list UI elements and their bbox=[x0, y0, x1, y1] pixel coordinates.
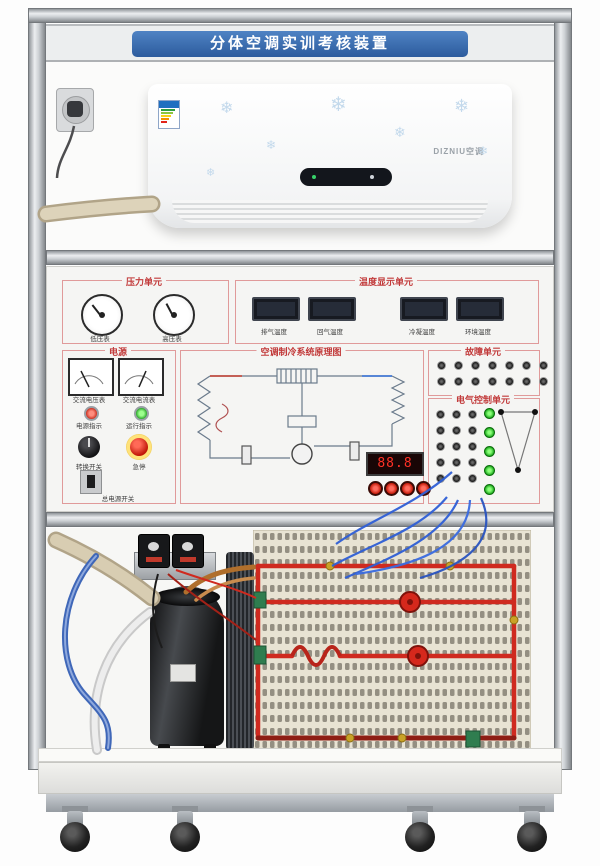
ammeter bbox=[118, 358, 164, 396]
panel-button-4[interactable] bbox=[416, 481, 431, 496]
frame-rail-mid1 bbox=[46, 250, 554, 265]
voltmeter-label: 交流电压表 bbox=[72, 397, 106, 404]
panel-button-2[interactable] bbox=[384, 481, 399, 496]
temp-label-1: 排气温度 bbox=[261, 329, 287, 336]
compressor bbox=[150, 586, 224, 754]
temp-label-2: 回气温度 bbox=[317, 329, 343, 336]
pressure-controller-2[interactable] bbox=[172, 534, 204, 568]
run-lamp-label: 运行指示 bbox=[126, 423, 152, 430]
fault-terminal-row[interactable] bbox=[437, 361, 548, 370]
frame-rail-mid2 bbox=[46, 512, 554, 527]
base-platform-front bbox=[38, 762, 562, 794]
snowflake-icon: ❄ bbox=[266, 138, 277, 152]
power-lamp-label: 电源指示 bbox=[76, 423, 102, 430]
breaker-label: 总电源开关 bbox=[101, 496, 135, 503]
snowflake-icon: ❄ bbox=[330, 94, 347, 116]
temp-display-3 bbox=[400, 297, 448, 321]
status-led-column bbox=[484, 408, 495, 495]
ac-signal-dot bbox=[370, 175, 374, 179]
temp-display-1 bbox=[252, 297, 300, 321]
wall-socket[interactable] bbox=[56, 88, 94, 132]
temp-label-3: 冷凝温度 bbox=[409, 329, 435, 336]
caster-wheel bbox=[169, 806, 201, 854]
base-platform-top bbox=[38, 748, 562, 762]
frame-rail-right bbox=[554, 8, 572, 770]
pressure-unit-title: 压力单元 bbox=[121, 275, 167, 288]
control-terminal-grid[interactable] bbox=[436, 410, 477, 483]
digital-display: 88.8 bbox=[366, 452, 424, 476]
compressor-label bbox=[170, 664, 196, 682]
ac-brand: DIZNIU空调 bbox=[433, 147, 484, 156]
fault-unit-title: 故障单元 bbox=[460, 345, 506, 358]
temp-display-2 bbox=[308, 297, 356, 321]
power-unit-title: 电源 bbox=[104, 345, 132, 358]
ammeter-label: 交流电流表 bbox=[122, 397, 156, 404]
panel-button-3[interactable] bbox=[400, 481, 415, 496]
wiring-triangle-diagram bbox=[498, 409, 538, 473]
snowflake-icon: ❄ bbox=[220, 100, 234, 117]
knob-label: 转换开关 bbox=[76, 464, 102, 471]
electric-control-unit-title: 电气控制单元 bbox=[451, 393, 515, 406]
power-indicator-lamp bbox=[84, 406, 99, 421]
base-frame bbox=[46, 794, 554, 812]
refrigeration-schematic bbox=[196, 368, 406, 465]
panel-button-1[interactable] bbox=[368, 481, 383, 496]
gauge-high-label: 高压表 bbox=[162, 336, 182, 343]
schematic-unit-title: 空调制冷系统原理图 bbox=[256, 345, 346, 358]
voltmeter bbox=[68, 358, 114, 396]
snowflake-icon: ❄ bbox=[206, 167, 216, 179]
caster-wheel bbox=[516, 806, 548, 854]
page-title: 分体空调实训考核装置 bbox=[132, 31, 468, 57]
estop-label: 急停 bbox=[132, 464, 146, 471]
condenser-coil bbox=[226, 552, 254, 750]
pressure-gauge-high bbox=[153, 294, 195, 336]
fault-terminal-row[interactable] bbox=[437, 377, 548, 386]
snowflake-icon: ❄ bbox=[394, 124, 406, 140]
ac-display bbox=[300, 168, 392, 186]
energy-label bbox=[158, 100, 180, 129]
temp-label-4: 环境温度 bbox=[465, 329, 491, 336]
temperature-unit-title: 温度显示单元 bbox=[354, 275, 418, 288]
caster-wheel bbox=[404, 806, 436, 854]
ac-air-outlet bbox=[172, 200, 488, 223]
title-band: 分体空调实训考核装置 bbox=[46, 24, 554, 62]
run-indicator-lamp bbox=[134, 406, 149, 421]
emergency-stop-button[interactable] bbox=[126, 434, 152, 460]
pressure-gauge-low bbox=[81, 294, 123, 336]
caster-wheel bbox=[59, 806, 91, 854]
perforated-panel bbox=[253, 530, 531, 750]
frame-rail-left bbox=[28, 8, 46, 770]
selector-knob[interactable] bbox=[78, 436, 100, 458]
pressure-controller-1[interactable] bbox=[138, 534, 170, 568]
ac-indoor-unit: ❄ ❄ ❄ ❄ ❄ ❄ ❄ DIZNIU空调 bbox=[148, 84, 512, 228]
snowflake-icon: ❄ bbox=[478, 144, 489, 158]
main-breaker[interactable] bbox=[80, 470, 102, 494]
gauge-low-label: 低压表 bbox=[90, 336, 110, 343]
frame-rail-top bbox=[28, 8, 572, 23]
temp-display-4 bbox=[456, 297, 504, 321]
snowflake-icon: ❄ bbox=[454, 96, 470, 116]
power-plug[interactable] bbox=[67, 101, 83, 117]
ac-power-led bbox=[312, 175, 316, 179]
